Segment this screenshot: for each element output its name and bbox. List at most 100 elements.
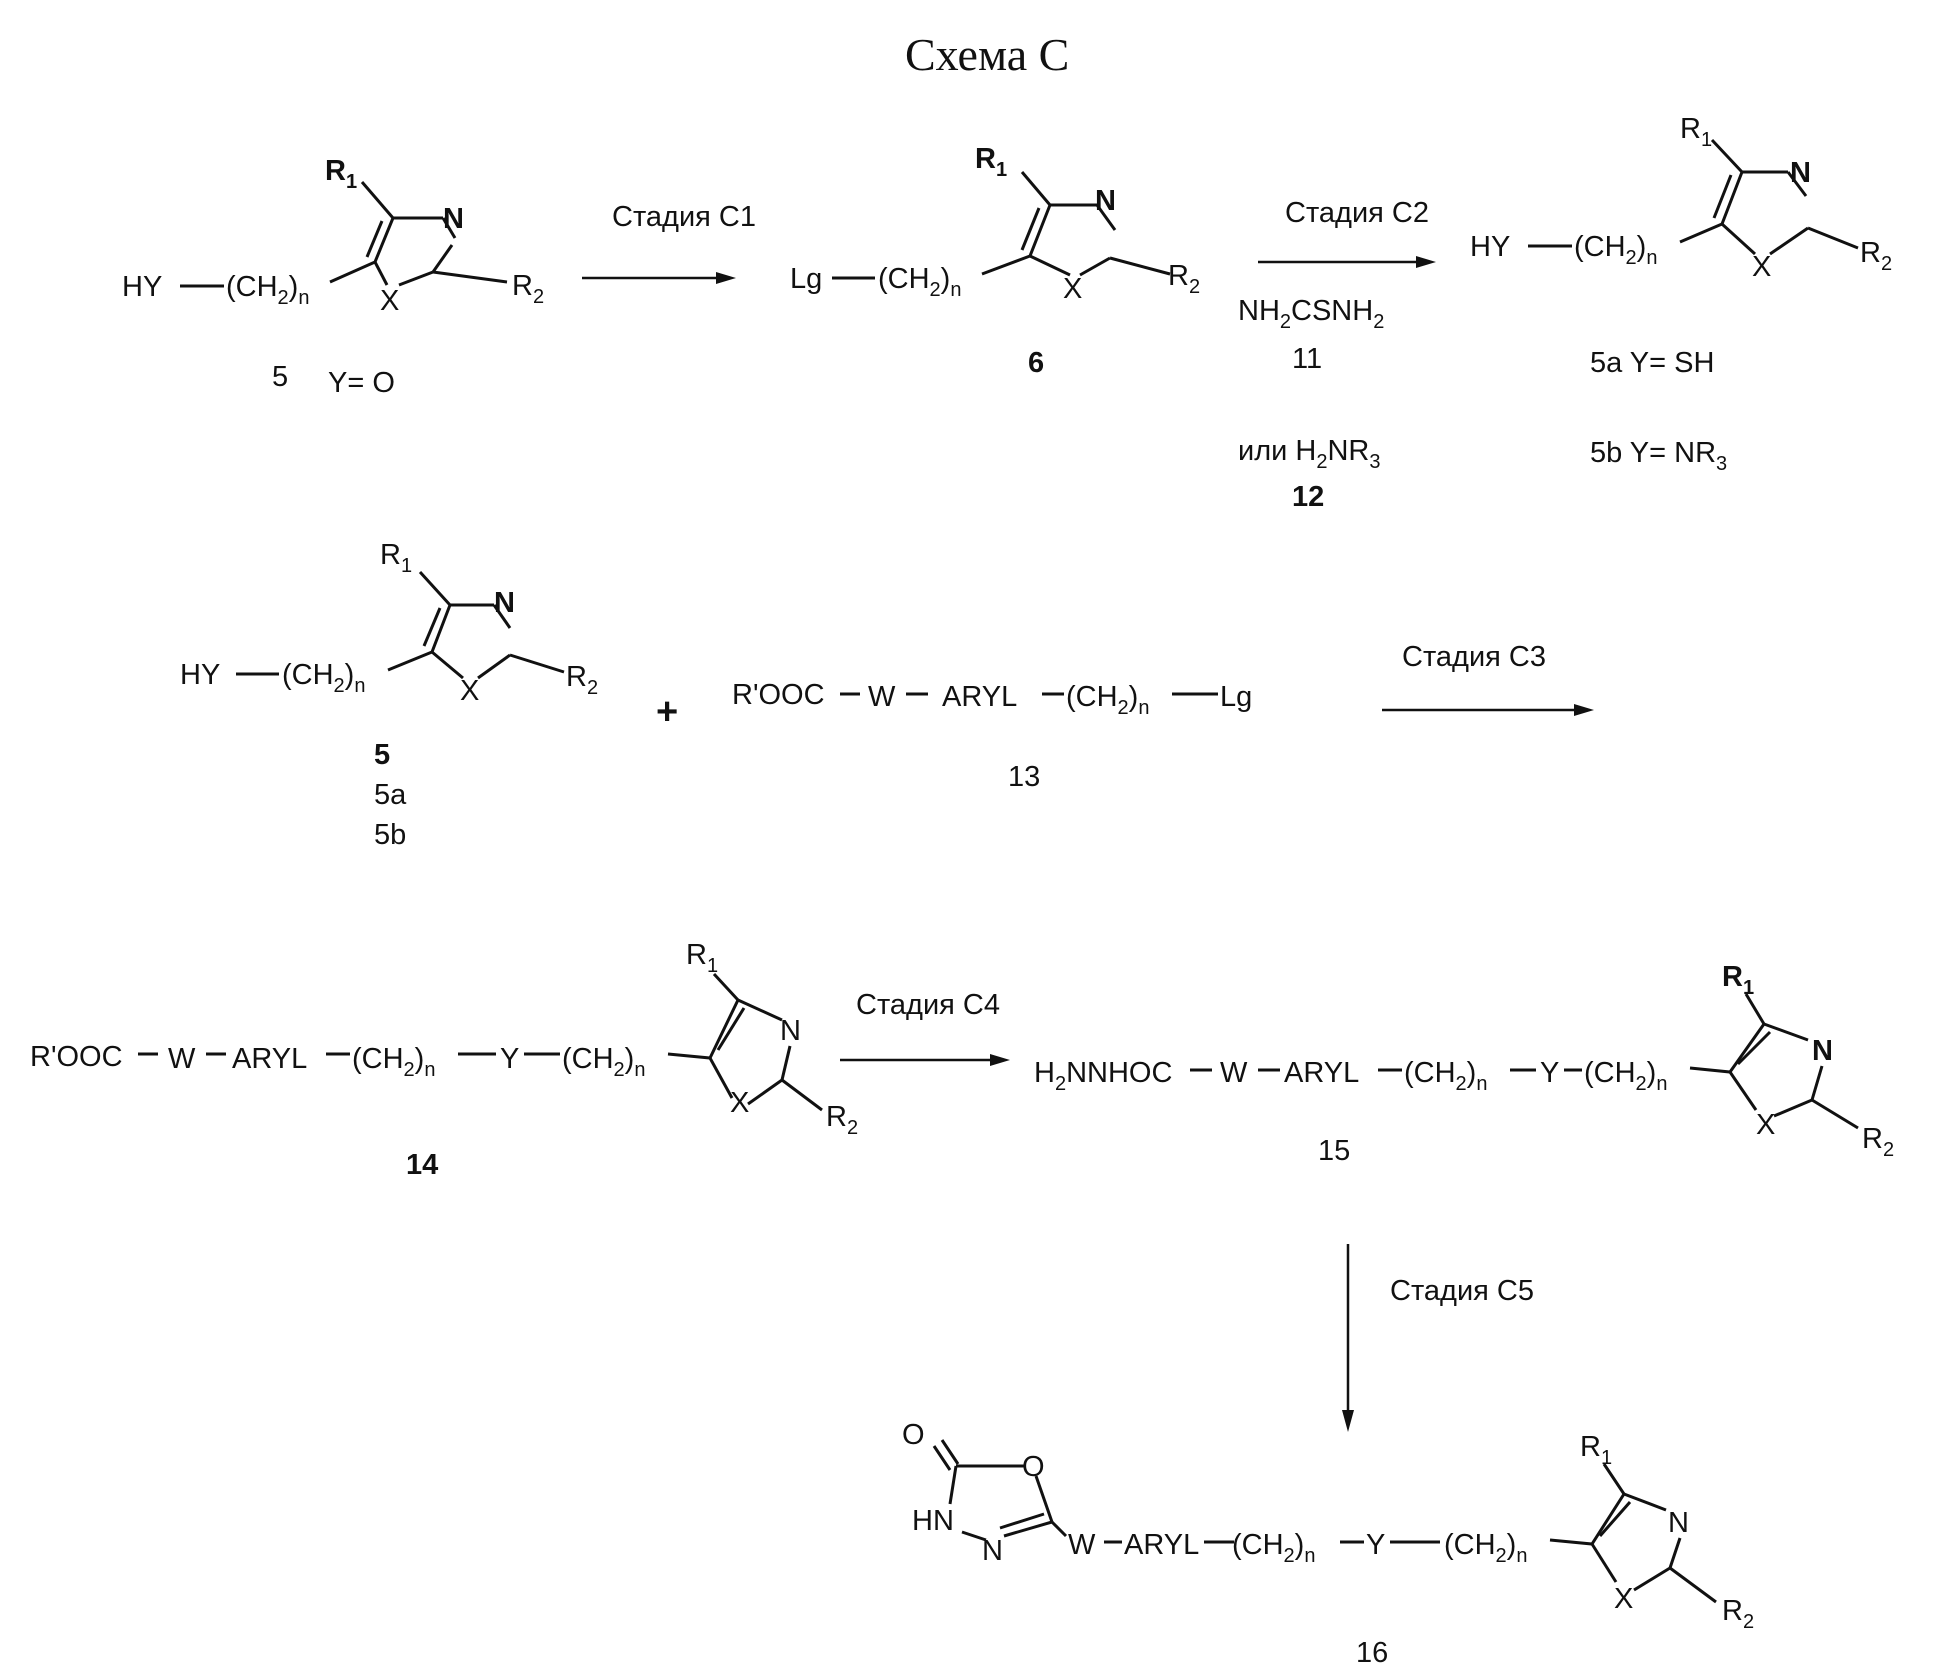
y-linker: Y bbox=[1366, 1529, 1385, 1561]
n-atom: N bbox=[1812, 1035, 1833, 1067]
carbonyl-o-atom: O bbox=[902, 1419, 925, 1451]
r2-label: R2 bbox=[1862, 1123, 1894, 1161]
compound-14: R'OOC W ARYL (CH2)n Y (CH2)n N X R1 R2 1… bbox=[30, 939, 858, 1181]
compound-number: 5 bbox=[272, 361, 288, 393]
y-linker: Y bbox=[1540, 1057, 1559, 1089]
r2-label: R2 bbox=[512, 270, 544, 308]
w-linker: W bbox=[1068, 1529, 1096, 1561]
r1-label: R1 bbox=[380, 539, 412, 577]
ch2-group: (CH2)n bbox=[878, 263, 961, 301]
plus-sign: + bbox=[656, 691, 678, 733]
x-atom: X bbox=[1756, 1109, 1775, 1141]
x-atom: X bbox=[380, 285, 399, 317]
compound-number: 6 bbox=[1028, 347, 1044, 379]
x-atom: X bbox=[1063, 273, 1082, 305]
r1-label: R1 bbox=[325, 155, 357, 193]
n-atom: N bbox=[494, 587, 515, 619]
x-atom: X bbox=[730, 1087, 749, 1119]
ch2-group: (CH2)n bbox=[1232, 1529, 1315, 1567]
compound-number: 14 bbox=[406, 1149, 438, 1181]
scheme-title: Схема C bbox=[905, 29, 1069, 80]
compound-5-series: HY (CH2)n N X R1 R2 5 5a 5b bbox=[180, 539, 598, 851]
lg-label: Lg bbox=[790, 263, 822, 295]
arrow-stage-c1: Стадия C1 bbox=[582, 201, 756, 284]
r2-label: R2 bbox=[826, 1101, 858, 1139]
stage-c2-label: Стадия C2 bbox=[1285, 197, 1429, 229]
x-atom: X bbox=[1752, 251, 1771, 283]
ring-o-atom: O bbox=[1022, 1451, 1045, 1483]
compound-5a-label: 5a bbox=[374, 779, 407, 811]
compound-number: 15 bbox=[1318, 1135, 1350, 1167]
stage-c3-label: Стадия C3 bbox=[1402, 641, 1546, 673]
arrow-stage-c4: Стадия C4 bbox=[840, 989, 1010, 1066]
r1-label: R1 bbox=[1580, 1431, 1612, 1469]
w-linker: W bbox=[168, 1043, 196, 1075]
x-atom: X bbox=[1614, 1583, 1633, 1615]
ch2-group: (CH2)n bbox=[226, 271, 309, 309]
reagent-amine: или H2NR3 bbox=[1238, 435, 1380, 473]
compound-16: O O HN N W ARYL (CH2)n Y (CH2)n N X R1 R… bbox=[902, 1419, 1754, 1669]
stage-c5-label: Стадия C5 bbox=[1390, 1275, 1534, 1307]
compound-5a-label: 5a Y= SH bbox=[1590, 347, 1714, 379]
ester-group: R'OOC bbox=[30, 1041, 123, 1073]
r1-label: R1 bbox=[686, 939, 718, 977]
aryl-group: ARYL bbox=[1284, 1057, 1359, 1089]
ch2-group: (CH2)n bbox=[352, 1043, 435, 1081]
r2-label: R2 bbox=[566, 661, 598, 699]
compound-5a-5b: HY (CH2)n N X R1 R2 5a Y= SH 5b Y= NR3 bbox=[1470, 113, 1892, 475]
ch2-group: (CH2)n bbox=[1574, 231, 1657, 269]
stage-c1-label: Стадия C1 bbox=[612, 201, 756, 233]
ch2-group: (CH2)n bbox=[562, 1043, 645, 1081]
y-linker: Y bbox=[500, 1043, 519, 1075]
r1-label: R1 bbox=[975, 143, 1007, 181]
y-condition: Y= O bbox=[328, 367, 395, 399]
compound-15: H2NNHOC W ARYL (CH2)n Y (CH2)n N X R1 R2… bbox=[1034, 961, 1894, 1167]
hy-label: HY bbox=[180, 659, 220, 691]
aryl-group: ARYL bbox=[942, 681, 1017, 713]
aryl-group: ARYL bbox=[232, 1043, 307, 1075]
r1-label: R1 bbox=[1722, 961, 1754, 999]
thiazole-ring bbox=[982, 172, 1170, 275]
n-atom: N bbox=[1790, 157, 1811, 189]
compound-5-label: 5 bbox=[374, 739, 390, 771]
hy-label: HY bbox=[122, 271, 162, 303]
thiazole-ring bbox=[388, 572, 564, 678]
r2-label: R2 bbox=[1860, 237, 1892, 275]
hy-label: HY bbox=[1470, 231, 1510, 263]
w-linker: W bbox=[868, 681, 896, 713]
n-atom: N bbox=[1668, 1507, 1689, 1539]
ch2-group: (CH2)n bbox=[1066, 681, 1149, 719]
reagent-thiourea: NH2CSNH2 bbox=[1238, 295, 1384, 333]
n-atom: N bbox=[1095, 185, 1116, 217]
ester-group: R'OOC bbox=[732, 679, 825, 711]
compound-5: HY (CH2)n N X R1 R2 5 Y= O bbox=[122, 155, 544, 399]
thiazole-ring bbox=[1550, 1464, 1716, 1602]
compound-number: 13 bbox=[1008, 761, 1040, 793]
n-atom: N bbox=[443, 203, 464, 235]
reagent-12-number: 12 bbox=[1292, 481, 1324, 513]
lg-label: Lg bbox=[1220, 681, 1252, 713]
compound-5b-label: 5b Y= NR3 bbox=[1590, 437, 1727, 475]
ch2-group: (CH2)n bbox=[282, 659, 365, 697]
hn-group: HN bbox=[912, 1505, 954, 1537]
compound-13: R'OOC W ARYL (CH2)n Lg 13 bbox=[732, 679, 1252, 793]
thiazole-ring bbox=[1680, 140, 1858, 254]
aryl-group: ARYL bbox=[1124, 1529, 1199, 1561]
stage-c4-label: Стадия C4 bbox=[856, 989, 1000, 1021]
compound-number: 16 bbox=[1356, 1637, 1388, 1669]
w-linker: W bbox=[1220, 1057, 1248, 1089]
ch2-group: (CH2)n bbox=[1444, 1529, 1527, 1567]
arrow-stage-c3: Стадия C3 bbox=[1382, 641, 1594, 716]
reagent-11-number: 11 bbox=[1292, 343, 1322, 375]
r1-label: R1 bbox=[1680, 113, 1712, 151]
thiazole-ring bbox=[330, 182, 507, 285]
compound-6: Lg (CH2)n N X R1 R2 6 bbox=[790, 143, 1200, 379]
arrow-stage-c5: Стадия C5 bbox=[1342, 1244, 1534, 1432]
arrow-stage-c2: Стадия C2 NH2CSNH2 11 или H2NR3 12 bbox=[1238, 197, 1436, 513]
compound-5b-label: 5b bbox=[374, 819, 406, 851]
ring-n-atom: N bbox=[982, 1535, 1003, 1567]
ch2-group: (CH2)n bbox=[1584, 1057, 1667, 1095]
hydrazide-group: H2NNHOC bbox=[1034, 1057, 1172, 1095]
r2-label: R2 bbox=[1168, 260, 1200, 298]
